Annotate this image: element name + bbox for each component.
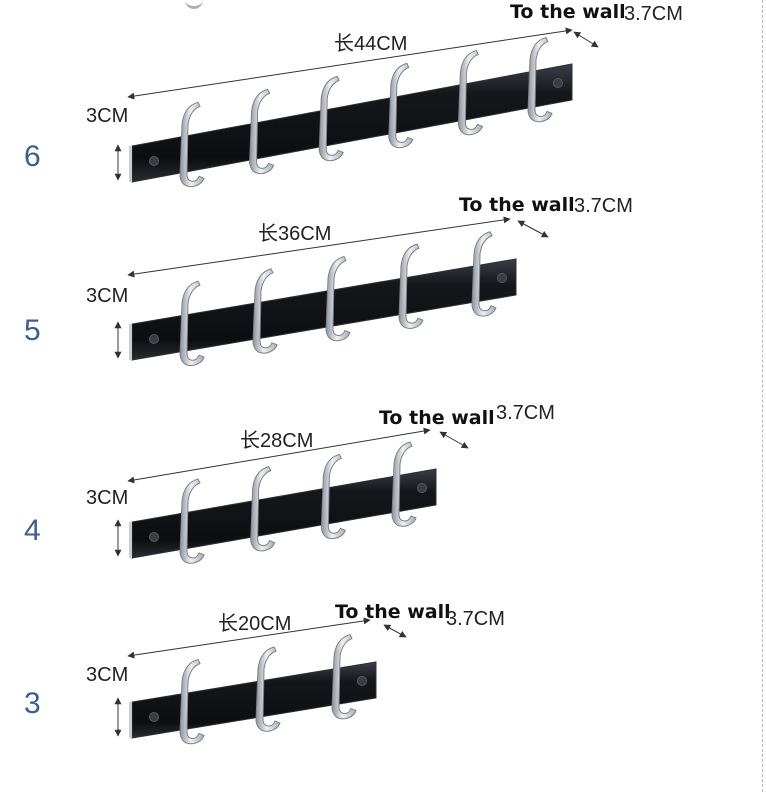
screw-hole [357,676,367,686]
rail [131,63,573,183]
wall-label: To the wall [510,1,626,23]
height-label: 3CM [86,285,129,307]
wall-label: To the wall [459,194,575,216]
screw-hole [553,78,563,88]
hook [249,88,275,175]
rail-end-cap [129,146,132,182]
wall-depth-label: 3.7CM [446,608,505,630]
rail-end-cap [129,522,132,558]
length-arrow [127,427,431,484]
hook [325,255,351,342]
wall-depth-arrow [383,624,407,638]
variant-number: 4 [24,514,41,547]
length-arrow [127,27,573,100]
hook [179,101,205,188]
hook [255,646,281,732]
wall-depth-arrow [439,431,469,449]
screw-hole [417,483,427,493]
height-label: 3CM [86,105,129,127]
length-arrow [127,216,511,278]
screw-hole [149,156,159,166]
height-label: 3CM [86,664,129,686]
variant-number: 6 [24,140,41,173]
hook [250,466,276,552]
rail [131,258,517,361]
wall-label: To the wall [379,407,495,429]
hook [252,268,278,354]
hook [179,478,205,564]
wall-depth-arrow [517,220,549,238]
screw-hole [497,273,507,283]
screw-hole [149,532,159,542]
screw-hole [149,712,159,722]
wall-depth-arrow [573,31,599,48]
variant-number: 3 [24,687,41,720]
hook [179,658,205,745]
hook [179,280,205,366]
height-label: 3CM [86,487,129,509]
screw-hole [149,334,159,344]
rail-end-cap [129,702,132,738]
dashed-border [762,0,763,792]
rail [131,468,437,559]
length-arrow [127,617,371,659]
rail-end-cap [129,324,132,360]
hook-fragment-top [185,0,203,9]
variant-number: 5 [24,314,41,347]
wall-depth-label: 3.7CM [496,402,555,424]
wall-depth-label: 3.7CM [574,195,633,217]
wall-depth-label: 3.7CM [624,3,683,25]
